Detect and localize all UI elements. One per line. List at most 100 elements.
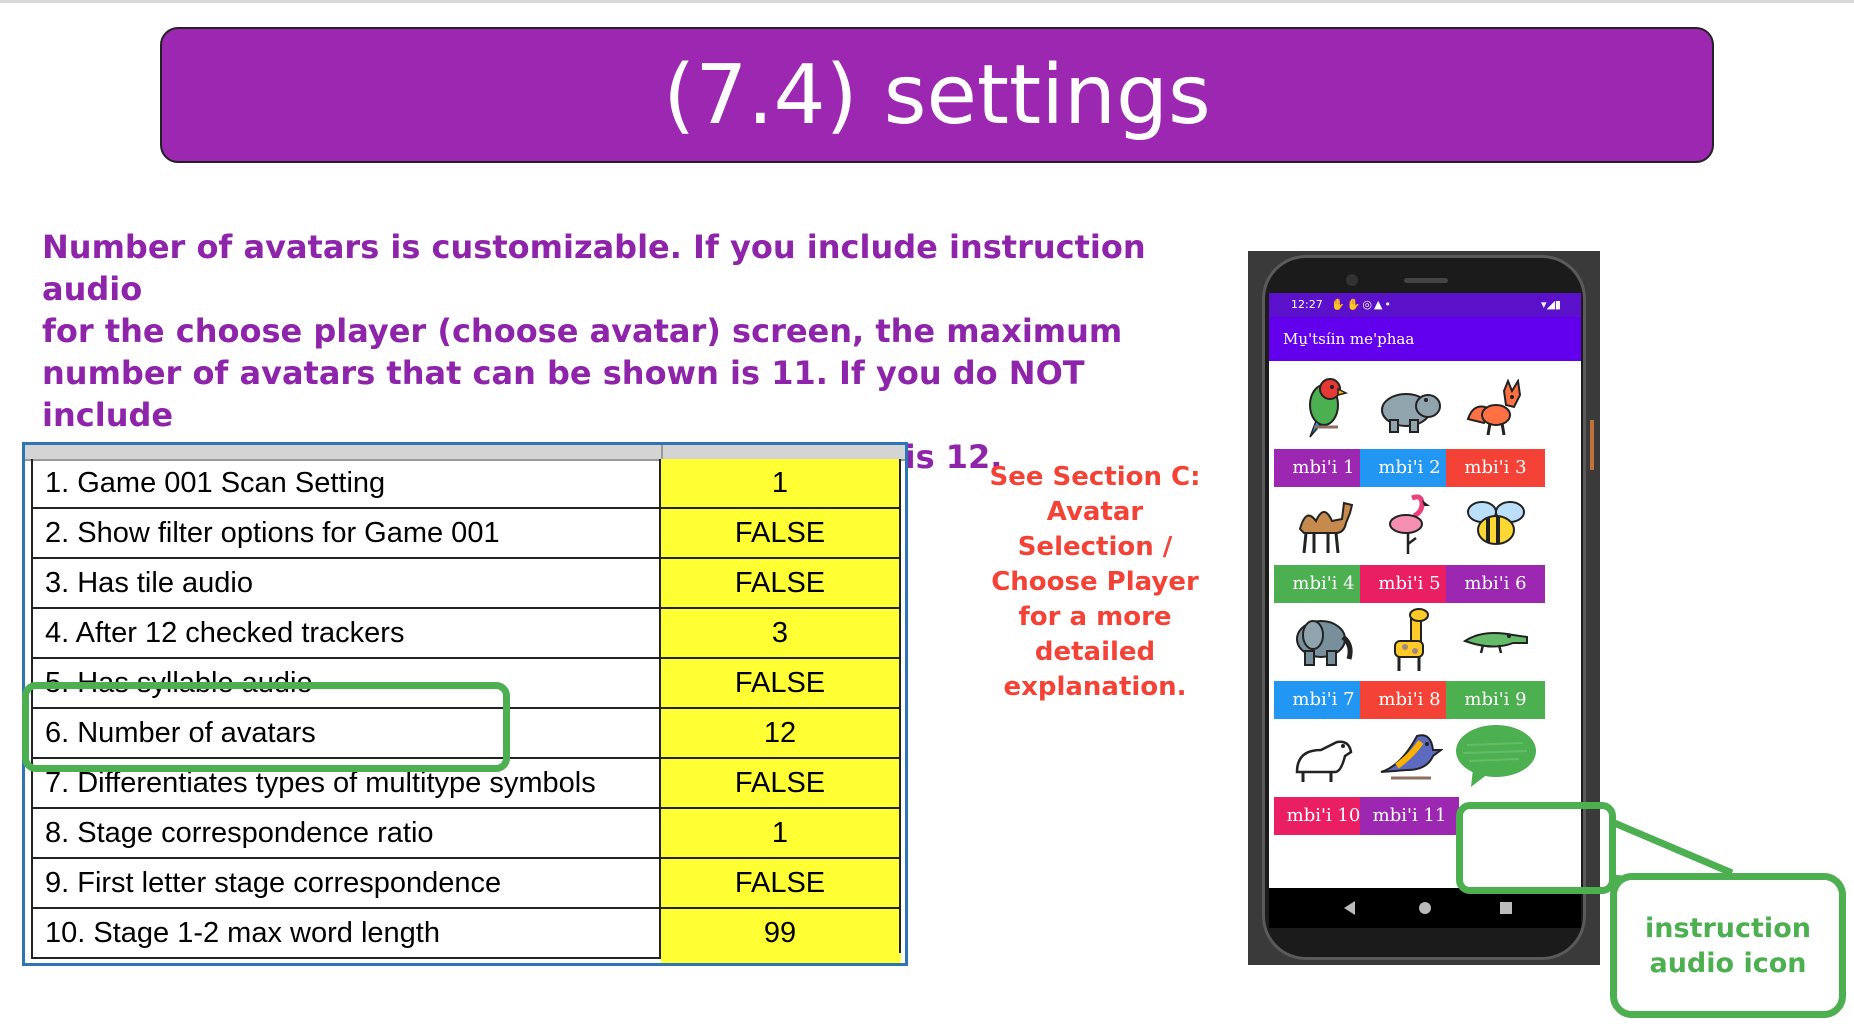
table-row: 3. Has tile audio FALSE [31, 559, 901, 609]
setting-value[interactable]: 1 [661, 459, 901, 507]
avatar-tile[interactable]: mbi'i 3 [1446, 369, 1545, 487]
avatar-tile[interactable]: mbi'i 8 [1360, 601, 1459, 719]
parrot-icon [1274, 369, 1373, 447]
setting-value[interactable]: 99 [661, 909, 901, 957]
instruction-icon-highlight [1456, 802, 1616, 894]
header-separator [661, 445, 663, 459]
note-line: Choose Player [991, 567, 1199, 597]
table-bottom-strip [661, 953, 901, 963]
note-line: See Section C: [989, 462, 1201, 492]
power-button [1590, 420, 1594, 470]
giraffe-icon [1360, 601, 1459, 679]
avatar-label: mbi'i 8 [1360, 681, 1459, 719]
avatar-tile[interactable]: mbi'i 9 [1446, 601, 1545, 719]
signal-battery-icon: ▾◢▮ [1540, 298, 1561, 311]
back-icon[interactable] [1344, 901, 1355, 915]
avatar-tile[interactable]: mbi'i 7 [1274, 601, 1373, 719]
phone-screen: 12:27 ✋✋◎▲• ▾◢▮ Mu̱ꞌtsíin meꞌphaa mbi'i … [1269, 293, 1581, 928]
table-row: 10. Stage 1-2 max word length 99 [31, 909, 901, 959]
title-banner: (7.4) settings [160, 27, 1714, 163]
setting-value[interactable]: FALSE [661, 559, 901, 607]
table-row: 8. Stage correspondence ratio 1 [31, 809, 901, 859]
avatar-tile[interactable]: mbi'i 6 [1446, 485, 1545, 603]
intro-line: number of avatars that can be shown is 1… [42, 354, 1085, 434]
hippo-icon [1360, 369, 1459, 447]
callout-line: audio icon [1649, 947, 1807, 979]
avatar-label: mbi'i 4 [1274, 565, 1373, 603]
bee-icon [1446, 485, 1545, 563]
avatar-label: mbi'i 1 [1274, 449, 1373, 487]
setting-value[interactable]: 3 [661, 609, 901, 657]
avatar-label: mbi'i 10 [1274, 797, 1373, 835]
navigation-bar [1269, 888, 1581, 928]
note-line: detailed [1034, 637, 1156, 667]
avatar-label: mbi'i 5 [1360, 565, 1459, 603]
avatar-label: mbi'i 3 [1446, 449, 1545, 487]
speech-bubble-icon [1446, 717, 1545, 795]
intro-line: for the choose player (choose avatar) sc… [42, 312, 1123, 350]
avatar-tile[interactable]: mbi'i 11 [1360, 717, 1459, 835]
camel-icon [1274, 485, 1373, 563]
callout-text: instruction audio icon [1645, 911, 1811, 981]
bird-icon [1360, 717, 1459, 795]
fox-icon [1446, 369, 1545, 447]
speaker-grille [1404, 278, 1448, 283]
table-row: 9. First letter stage correspondence FAL… [31, 859, 901, 909]
notification-icons: ✋✋◎▲• [1331, 298, 1393, 311]
note-line: Selection / [1017, 532, 1173, 562]
recent-apps-icon[interactable] [1500, 902, 1512, 914]
setting-value[interactable]: FALSE [661, 509, 901, 557]
avatar-tile[interactable]: mbi'i 4 [1274, 485, 1373, 603]
setting-label: 7. Differentiates types of multitype sym… [31, 759, 661, 807]
instruction-audio-callout: instruction audio icon [1610, 873, 1846, 1018]
avatar-tile[interactable]: mbi'i 2 [1360, 369, 1459, 487]
instruction-audio-button[interactable] [1446, 717, 1545, 835]
status-time: 12:27 [1291, 298, 1323, 311]
setting-value[interactable]: 1 [661, 809, 901, 857]
setting-label: 2. Show filter options for Game 001 [31, 509, 661, 557]
setting-label: 4. After 12 checked trackers [31, 609, 661, 657]
note-line: explanation. [1003, 672, 1187, 702]
setting-value[interactable]: 12 [661, 709, 901, 757]
elephant-icon [1274, 601, 1373, 679]
setting-label: 1. Game 001 Scan Setting [31, 459, 661, 507]
avatar-tile[interactable]: mbi'i 5 [1360, 485, 1459, 603]
setting-value[interactable]: FALSE [661, 859, 901, 907]
setting-label: 6. Number of avatars [31, 709, 661, 757]
setting-label: 3. Has tile audio [31, 559, 661, 607]
setting-value[interactable]: FALSE [661, 759, 901, 807]
table-row-highlighted: 6. Number of avatars 12 [31, 709, 901, 759]
camera-icon [1346, 274, 1358, 286]
status-bar: 12:27 ✋✋◎▲• ▾◢▮ [1269, 293, 1581, 317]
setting-value[interactable]: FALSE [661, 659, 901, 707]
table-row: 2. Show filter options for Game 001 FALS… [31, 509, 901, 559]
see-section-note: See Section C: Avatar Selection / Choose… [980, 460, 1210, 705]
crocodile-icon [1446, 601, 1545, 679]
note-line: Avatar [1046, 497, 1144, 527]
polar-bear-icon [1274, 717, 1373, 795]
setting-label: 9. First letter stage correspondence [31, 859, 661, 907]
intro-paragraph: Number of avatars is customizable. If yo… [42, 226, 1202, 478]
slide-title: (7.4) settings [663, 47, 1211, 143]
avatar-label: mbi'i 6 [1446, 565, 1545, 603]
table-row: 7. Differentiates types of multitype sym… [31, 759, 901, 809]
note-line: for a more [1018, 602, 1172, 632]
table-row: 4. After 12 checked trackers 3 [31, 609, 901, 659]
table-row: 1. Game 001 Scan Setting 1 [31, 459, 901, 509]
avatar-label: mbi'i 9 [1446, 681, 1545, 719]
avatar-label: mbi'i 7 [1274, 681, 1373, 719]
avatar-label: mbi'i 2 [1360, 449, 1459, 487]
callout-line: instruction [1645, 912, 1811, 944]
app-title: Mu̱ꞌtsíin meꞌphaa [1283, 330, 1415, 348]
number-of-avatars-highlight [22, 682, 510, 772]
avatar-label: mbi'i 11 [1360, 797, 1459, 835]
intro-line: Number of avatars is customizable. If yo… [42, 228, 1146, 308]
avatar-tile[interactable]: mbi'i 10 [1274, 717, 1373, 835]
app-title-bar: Mu̱ꞌtsíin meꞌphaa [1269, 317, 1581, 361]
setting-label: 8. Stage correspondence ratio [31, 809, 661, 857]
avatar-grid: mbi'i 1 mbi'i 2 [1274, 369, 1576, 849]
table-header-strip [25, 445, 905, 461]
home-icon[interactable] [1419, 902, 1431, 914]
avatar-tile[interactable]: mbi'i 1 [1274, 369, 1373, 487]
setting-label: 10. Stage 1-2 max word length [31, 909, 661, 957]
